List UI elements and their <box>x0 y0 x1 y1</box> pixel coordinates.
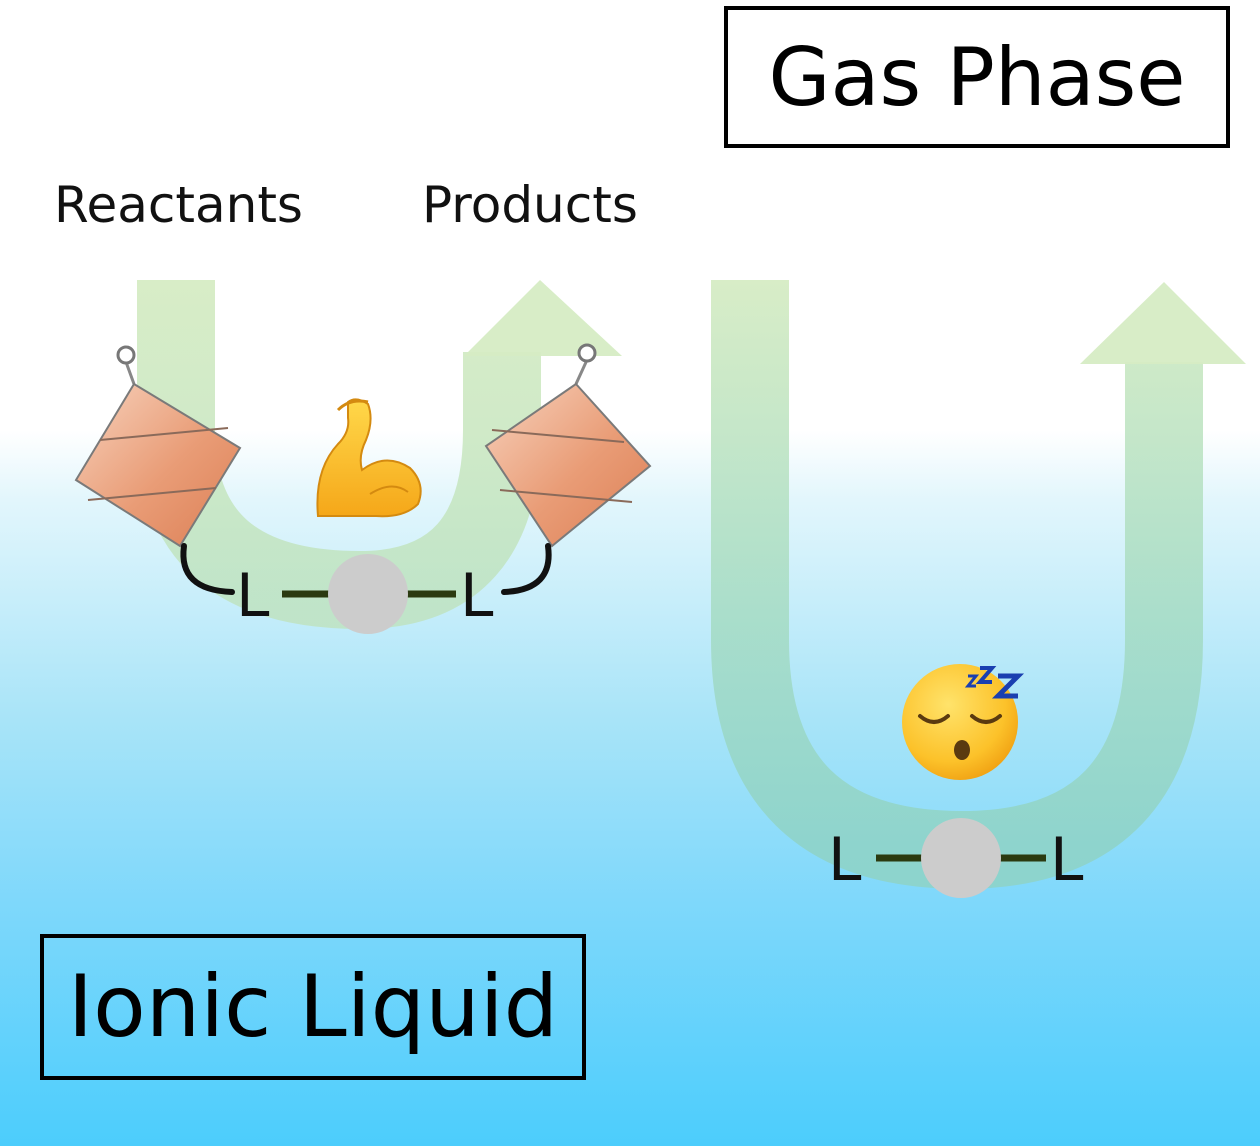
right-metal-center <box>921 818 1001 898</box>
left-ligand-2: L <box>460 561 494 631</box>
left-catalyst-complex: L L <box>180 543 552 634</box>
gas-phase-label: Gas Phase <box>724 6 1230 148</box>
right-reactor-icon <box>484 343 652 548</box>
products-label: Products <box>422 176 638 234</box>
left-metal-center <box>328 554 408 634</box>
right-ligand-2: L <box>1050 825 1084 895</box>
flexed-biceps-icon <box>316 398 422 518</box>
reactants-label: Reactants <box>54 176 303 234</box>
left-ligand-1: L <box>236 561 270 631</box>
left-reactor-icon <box>74 345 242 548</box>
ionic-liquid-label: Ionic Liquid <box>40 934 586 1080</box>
right-catalyst-complex: L L <box>828 818 1084 898</box>
right-ligand-1: L <box>828 825 862 895</box>
sleeping-face-icon <box>902 664 1025 780</box>
